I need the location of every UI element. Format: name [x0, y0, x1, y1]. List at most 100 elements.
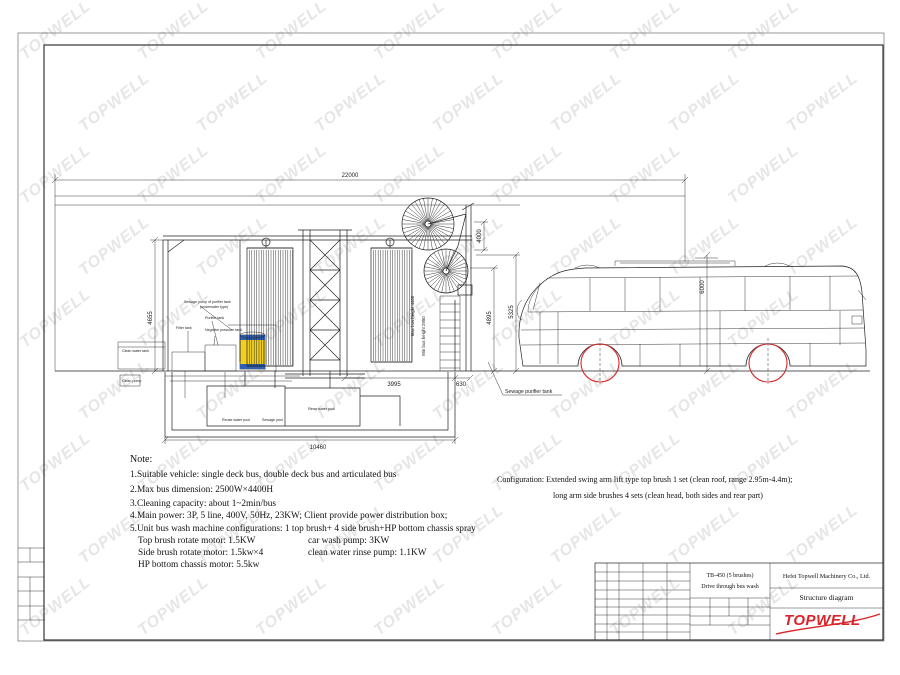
- height-4895-value: 4895: [487, 311, 493, 325]
- watermark-text: TOPWELL: [784, 213, 861, 279]
- top-brush-upper-bristles: [402, 198, 454, 250]
- label-sewage-purifier-tank: Sewage purifier tank: [505, 389, 553, 395]
- side-brush-left: [246, 247, 294, 367]
- watermark-text: TOPWELL: [253, 0, 330, 63]
- water-pit: Reuse water pool Sewage pool Rinse water…: [164, 371, 456, 438]
- label-min-bus-height: Min bus height 2950: [421, 316, 426, 356]
- inner-border: [43, 44, 884, 641]
- pit-outline: [164, 371, 456, 438]
- bus-body: [518, 265, 867, 367]
- bus-profile: [516, 260, 867, 384]
- configuration-line: long arm side brushes 4 sets (clean head…: [553, 491, 763, 500]
- watermark-text: TOPWELL: [548, 213, 625, 279]
- drawing-name: Structure diagram: [799, 593, 854, 602]
- side-brush-right-bristles: [373, 250, 413, 361]
- label-filter-tank: Filter tank: [176, 326, 192, 330]
- watermark-text: TOPWELL: [784, 357, 861, 423]
- service-ladder: [439, 295, 461, 371]
- company-logo: TOPWELL: [784, 612, 861, 629]
- front-wheel: [580, 343, 620, 383]
- brush-offset-value: 3995: [387, 382, 401, 388]
- watermark-text: TOPWELL: [607, 285, 684, 351]
- watermark-text: TOPWELL: [135, 141, 212, 207]
- bus-height-dimension: [695, 251, 718, 375]
- watermark-text: TOPWELL: [253, 573, 330, 639]
- bus-height-value: 6000: [700, 280, 706, 294]
- watermark-text: TOPWELL: [312, 69, 389, 135]
- overall-length-value: 22000: [342, 173, 359, 179]
- watermark-text: TOPWELL: [312, 213, 389, 279]
- watermark-text: TOPWELL: [17, 573, 94, 639]
- arm-height-value: 4000: [477, 229, 483, 243]
- pit-length-dimension: [161, 436, 459, 444]
- watermark-text: TOPWELL: [784, 501, 861, 567]
- top-brush-upper-hub: [424, 220, 432, 228]
- watermark-text: TOPWELL: [135, 573, 212, 639]
- top-brush-lower-bristles: [424, 249, 468, 293]
- gantry-height-value: 4655: [148, 311, 154, 325]
- watermark-text: TOPWELL: [489, 285, 566, 351]
- watermark-text: TOPWELL: [312, 357, 389, 423]
- label-negative-pressure-tank: Negative pressure tank: [205, 328, 242, 332]
- side-brush-left-bristles: [249, 250, 293, 365]
- watermark-text: TOPWELL: [430, 69, 507, 135]
- wheel-centerlines: [599, 338, 769, 384]
- label-reuse-water-pool: Reuse water pool: [222, 418, 250, 422]
- watermark-text: TOPWELL: [548, 69, 625, 135]
- watermark-text: TOPWELL: [17, 0, 94, 63]
- side-brush-right: [370, 247, 413, 363]
- watermark-text: TOPWELL: [194, 213, 271, 279]
- label-sewage-pump: Sewage pump of purifier tank: [184, 300, 231, 304]
- title-block-frame: [594, 562, 884, 641]
- pit-length-value: 10460: [310, 445, 327, 451]
- watermark-text: TOPWELL: [725, 285, 802, 351]
- logo-swoosh: [775, 613, 881, 635]
- swing-arm-mast: [427, 202, 475, 371]
- label-sewage-pump-type: (underwater type): [200, 305, 228, 309]
- watermark-text: TOPWELL: [371, 573, 448, 639]
- bus-details: [516, 260, 867, 366]
- watermark-text: TOPWELL: [607, 429, 684, 495]
- binding-stamp-boxes: [18, 547, 44, 621]
- watermark-text: TOPWELL: [548, 357, 625, 423]
- height-5325-value: 5325: [509, 305, 515, 319]
- label-purifier-tank: Purifier tank: [205, 316, 224, 320]
- label-clean-water-tank: Clean water tank: [122, 349, 149, 353]
- pump-spec: car wash pump: 3KW: [308, 536, 390, 546]
- label-clean-pump: Clean pump: [122, 379, 141, 383]
- watermark-text: TOPWELL: [666, 213, 743, 279]
- watermark-text: TOPWELL: [489, 0, 566, 63]
- overall-length-dimension: [51, 174, 689, 371]
- watermark-text: TOPWELL: [489, 141, 566, 207]
- gantry-height-dimension: [150, 236, 163, 375]
- watermark-text: TOPWELL: [253, 141, 330, 207]
- watermark-text: TOPWELL: [784, 69, 861, 135]
- storage-tank-band-top: [240, 335, 265, 340]
- watermark-text: TOPWELL: [666, 69, 743, 135]
- watermark-text: TOPWELL: [17, 429, 94, 495]
- watermark-text: TOPWELL: [666, 357, 743, 423]
- product-name: Drive through bus wash: [701, 584, 759, 590]
- watermark-text: TOPWELL: [135, 0, 212, 63]
- water-treatment-equipment: Clean water tank Clean pump Sewage pump …: [117, 300, 300, 398]
- note-item: 2.Max bus dimension: 2500W×4400H: [130, 485, 274, 495]
- sewage-tank-leader: [487, 361, 562, 396]
- watermark-text: TOPWELL: [76, 69, 153, 135]
- watermark-text: TOPWELL: [371, 0, 448, 63]
- label-rinse-water-pool: Rinse water pool: [308, 407, 335, 411]
- notes-heading: Note:: [130, 454, 153, 465]
- pump-spec: clean water rinse pump: 1.1KW: [308, 548, 427, 558]
- configuration-line: Configuration: Extended swing arm lift t…: [497, 475, 793, 484]
- watermark-text: TOPWELL: [76, 213, 153, 279]
- equipment-outlines: [117, 305, 300, 398]
- brush-hanger-right: [385, 237, 395, 247]
- motor-spec: Side brush rotate motor: 1.5kw×4: [138, 548, 264, 558]
- watermark-text: TOPWELL: [725, 141, 802, 207]
- note-item: 3.Cleaning capacity: about 1~2min/bus: [130, 499, 277, 509]
- brush-offset-dimension: [341, 374, 474, 382]
- note-item: 4.Main power: 3P, 5 line, 400V, 50Hz, 23…: [130, 511, 448, 521]
- outer-border: [17, 32, 885, 642]
- watermark-text: TOPWELL: [489, 573, 566, 639]
- watermark-text: TOPWELL: [666, 501, 743, 567]
